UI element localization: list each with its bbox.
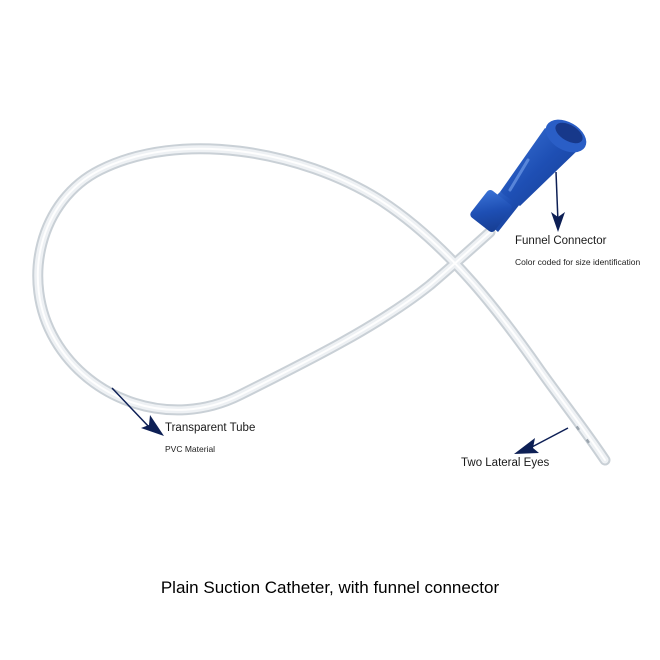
funnel-connector-arrow [551, 171, 565, 232]
transparent-tube-arrow [111, 387, 164, 436]
catheter-tube [32, 143, 611, 466]
funnel-connector [470, 119, 587, 233]
transparent-tube-label: Transparent Tube [165, 422, 256, 434]
funnel-connector-sublabel: Color coded for size identification [515, 257, 641, 267]
lateral-eyes [575, 425, 590, 444]
transparent-tube-sublabel: PVC Material [165, 444, 216, 454]
lateral-eyes-label: Two Lateral Eyes [461, 457, 550, 469]
funnel-connector-label: Funnel Connector [515, 235, 607, 247]
lateral-eyes-arrow [514, 427, 569, 454]
figure-caption: Plain Suction Catheter, with funnel conn… [160, 578, 500, 597]
